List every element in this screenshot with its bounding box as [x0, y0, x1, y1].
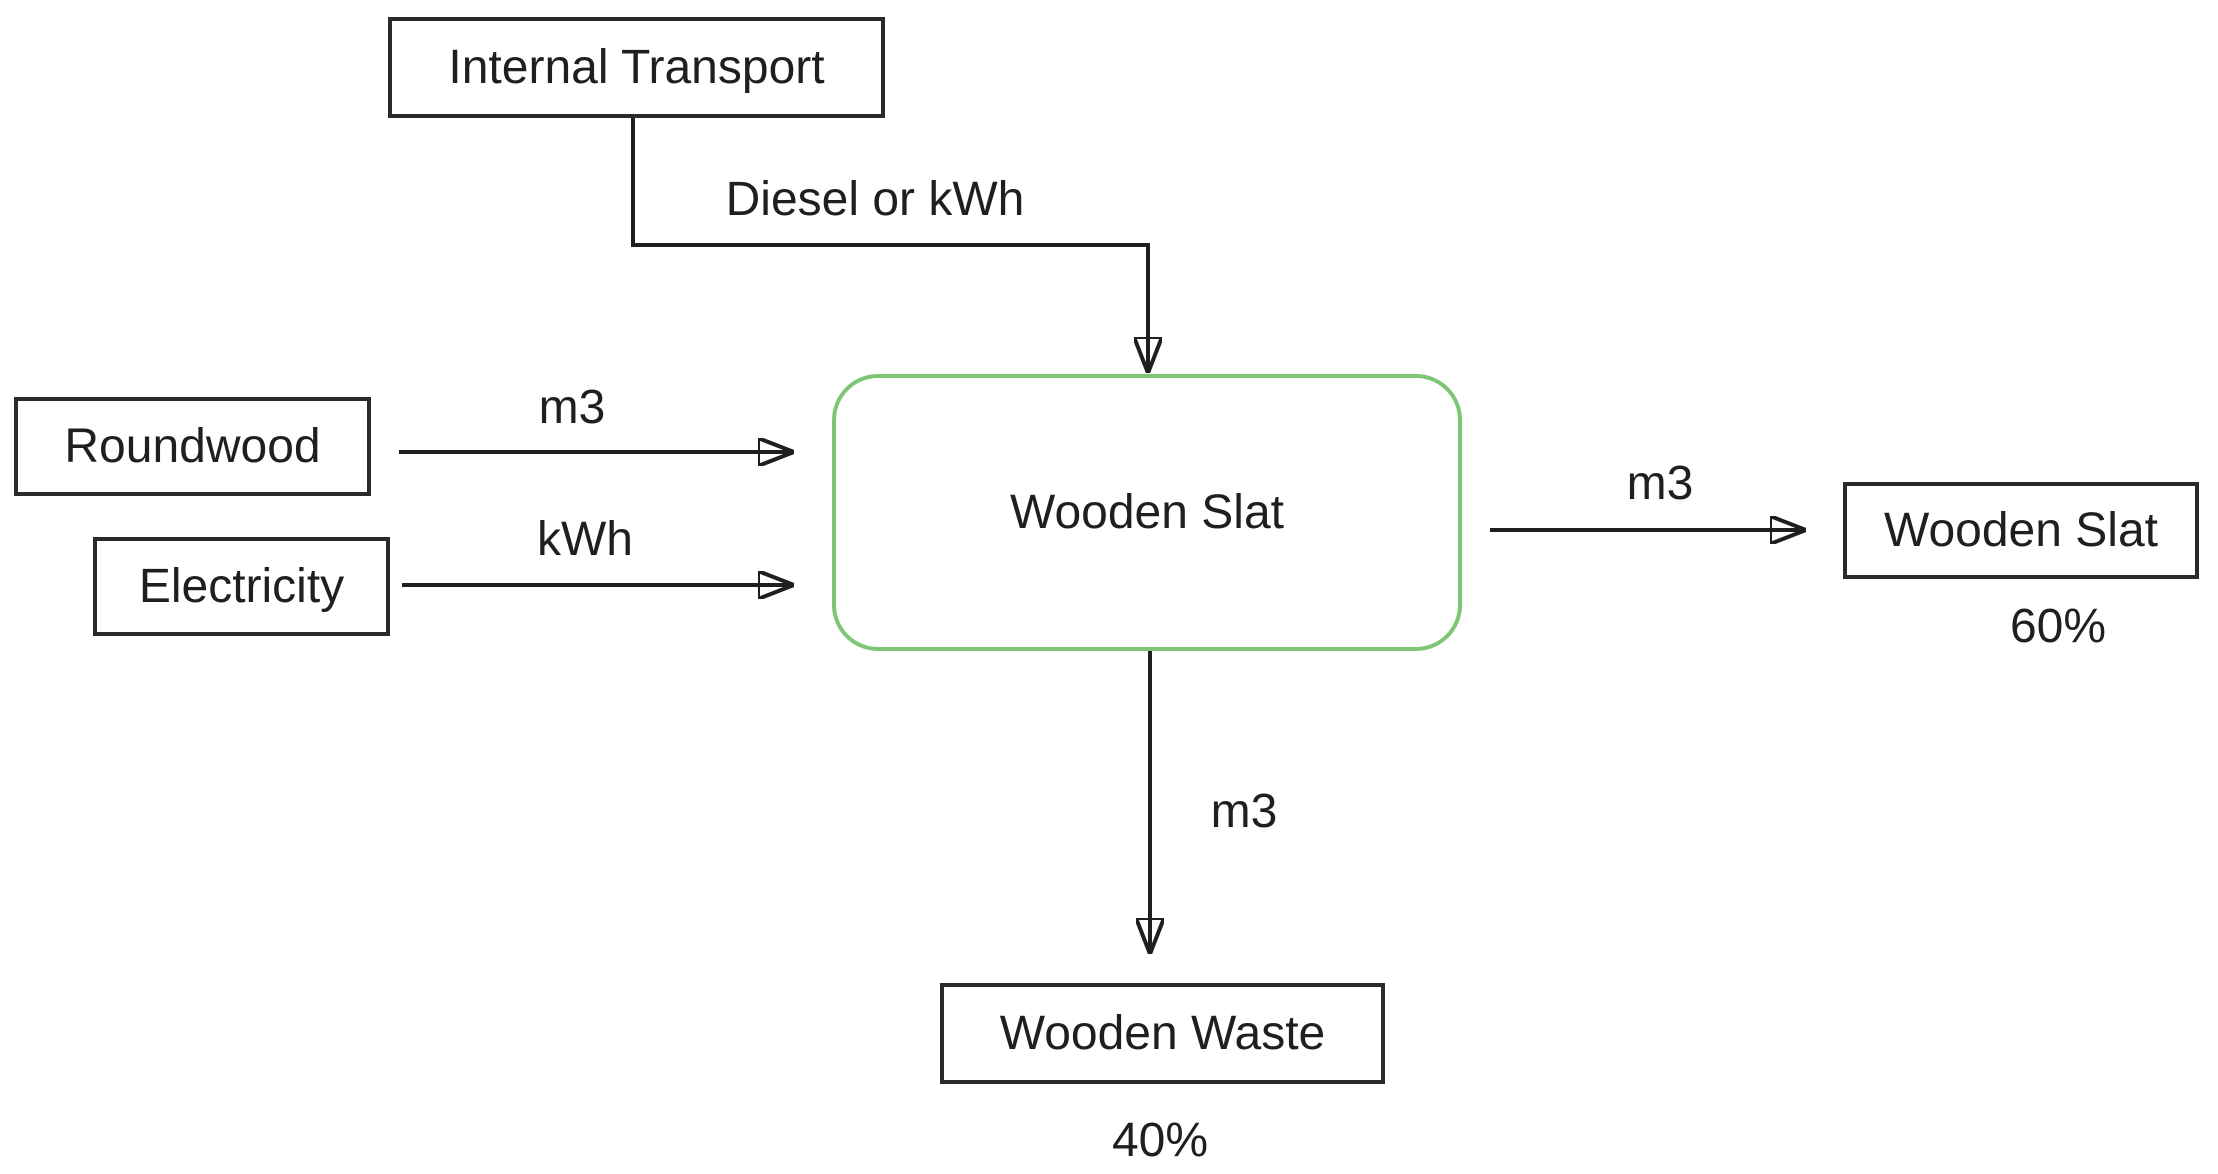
edge-label-m3-waste: m3 [1210, 785, 1278, 838]
share-label-output-slat: 60% [2009, 600, 2107, 653]
node-wooden-slat-process: Wooden Slat [832, 374, 1462, 651]
node-roundwood: Roundwood [14, 397, 371, 496]
node-internal-transport: Internal Transport [388, 17, 885, 118]
edge-label-diesel-or-kwh: Diesel or kWh [725, 173, 1025, 226]
node-wooden-slat-process-label: Wooden Slat [1010, 485, 1284, 539]
node-wooden-slat-output: Wooden Slat [1843, 482, 2199, 579]
node-electricity-label: Electricity [138, 559, 345, 613]
edge-label-kwh-electricity: kWh [537, 513, 633, 566]
node-internal-transport-label: Internal Transport [448, 40, 825, 94]
node-wooden-waste: Wooden Waste [940, 983, 1385, 1084]
node-wooden-waste-label: Wooden Waste [999, 1006, 1326, 1060]
node-roundwood-label: Roundwood [64, 419, 321, 473]
node-electricity: Electricity [93, 537, 390, 636]
edge-label-m3-roundwood: m3 [538, 381, 606, 434]
share-label-waste: 40% [1111, 1114, 1209, 1167]
node-wooden-slat-output-label: Wooden Slat [1884, 503, 2158, 557]
edge-label-m3-output: m3 [1626, 457, 1694, 510]
connector-transport-to-process [631, 118, 1148, 370]
